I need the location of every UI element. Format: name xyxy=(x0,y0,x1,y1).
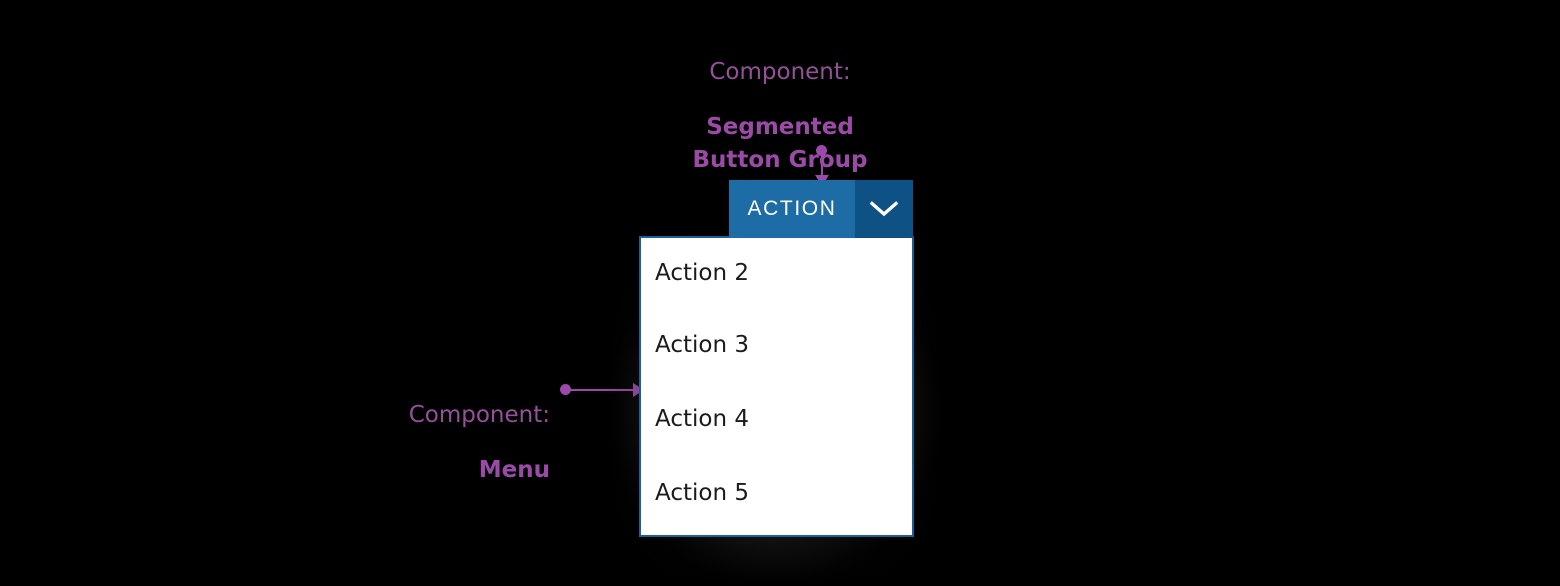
connector-line xyxy=(568,388,636,391)
annotation-label: Component: xyxy=(709,58,851,85)
connector-line xyxy=(820,152,823,178)
annotation-label: Component: xyxy=(408,401,550,428)
annotation-component-name: Segmented Button Group xyxy=(692,114,868,173)
chevron-down-icon xyxy=(869,201,899,217)
menu-item[interactable]: Action 4 xyxy=(655,406,749,432)
menu-list: Action 2 Action 3 Action 4 Action 5 xyxy=(641,238,912,530)
connector-dot xyxy=(816,145,827,156)
connector-dot xyxy=(560,384,571,395)
menu-item[interactable]: Action 3 xyxy=(655,332,749,358)
annotation-segmented-button-group: Component: Segmented Button Group xyxy=(620,33,940,199)
annotation-menu: Component: Menu xyxy=(300,376,550,509)
menu: Action 2 Action 3 Action 4 Action 5 xyxy=(639,236,914,537)
menu-item[interactable]: Action 2 xyxy=(655,260,749,286)
menu-item[interactable]: Action 5 xyxy=(655,480,749,506)
annotation-component-name: Menu xyxy=(478,457,550,484)
segmented-button-group: ACTION xyxy=(729,180,913,238)
action-dropdown-toggle-button[interactable] xyxy=(855,180,913,238)
action-button[interactable]: ACTION xyxy=(729,180,855,238)
